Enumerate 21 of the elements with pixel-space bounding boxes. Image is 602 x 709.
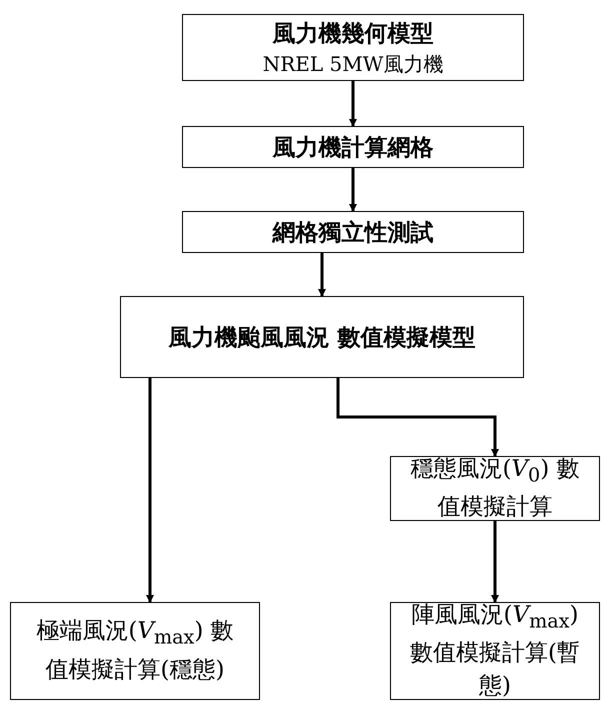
- box-text: 網格獨立性測試: [272, 218, 434, 248]
- process-box: [182, 14, 524, 81]
- arrow: [146, 378, 154, 603]
- process-box: [182, 211, 524, 253]
- arrow: [318, 253, 326, 297]
- process-box: [390, 456, 600, 521]
- arrow: [336, 378, 499, 457]
- box-text: 風力機幾何模型: [272, 19, 434, 49]
- box-text: 極端風況(V$_{max}$) 數值模擬計算(穩態): [35, 617, 235, 685]
- box-text: 陣風風況(V$_{max}$) 數值模擬計算(暫態): [409, 600, 581, 702]
- arrow: [349, 81, 357, 127]
- process-box: [10, 602, 260, 700]
- arrow: [491, 521, 499, 603]
- box-text: 風力機颱風風況 數值模擬模型: [167, 322, 476, 352]
- box-text: NREL 5MW風力機: [262, 51, 444, 78]
- process-box: [390, 602, 600, 700]
- arrow: [349, 168, 357, 212]
- box-text: 風力機計算網格: [272, 132, 434, 162]
- box-text: 穩態風況(V$_{0}$) 數值模擬計算: [409, 454, 581, 522]
- process-box: [182, 126, 524, 168]
- process-box: [120, 296, 524, 378]
